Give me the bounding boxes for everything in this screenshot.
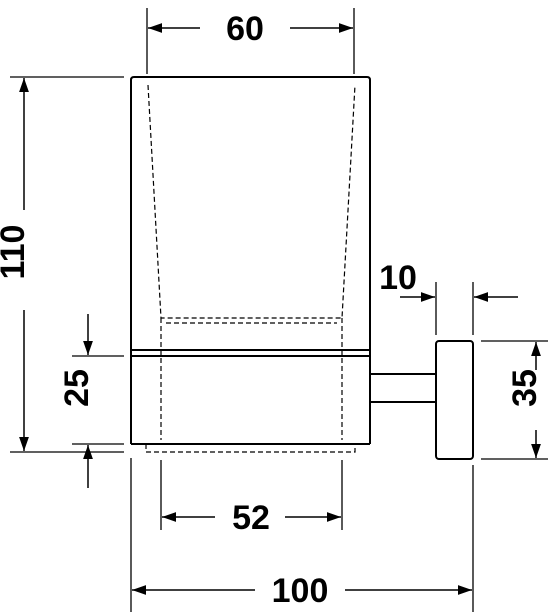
glass-outline: [130, 76, 371, 350]
tumbler-holder-body: [130, 76, 371, 445]
dim-label-wall-offset: 10: [379, 259, 417, 297]
dimension-lines: [19, 23, 541, 595]
dim-label-total-depth: 100: [272, 572, 329, 610]
extension-lines: [10, 8, 548, 612]
wall-flange: [435, 340, 474, 460]
glass-hidden-lines: [145, 84, 356, 453]
dim-label-top-width: 60: [226, 10, 264, 48]
dim-label-flange: 35: [506, 369, 544, 407]
dim-label-holder-height: 25: [58, 369, 96, 407]
wall-mount: [370, 340, 474, 460]
dim-label-total-height: 110: [0, 225, 32, 280]
dim-label-glass-base: 52: [232, 499, 270, 537]
